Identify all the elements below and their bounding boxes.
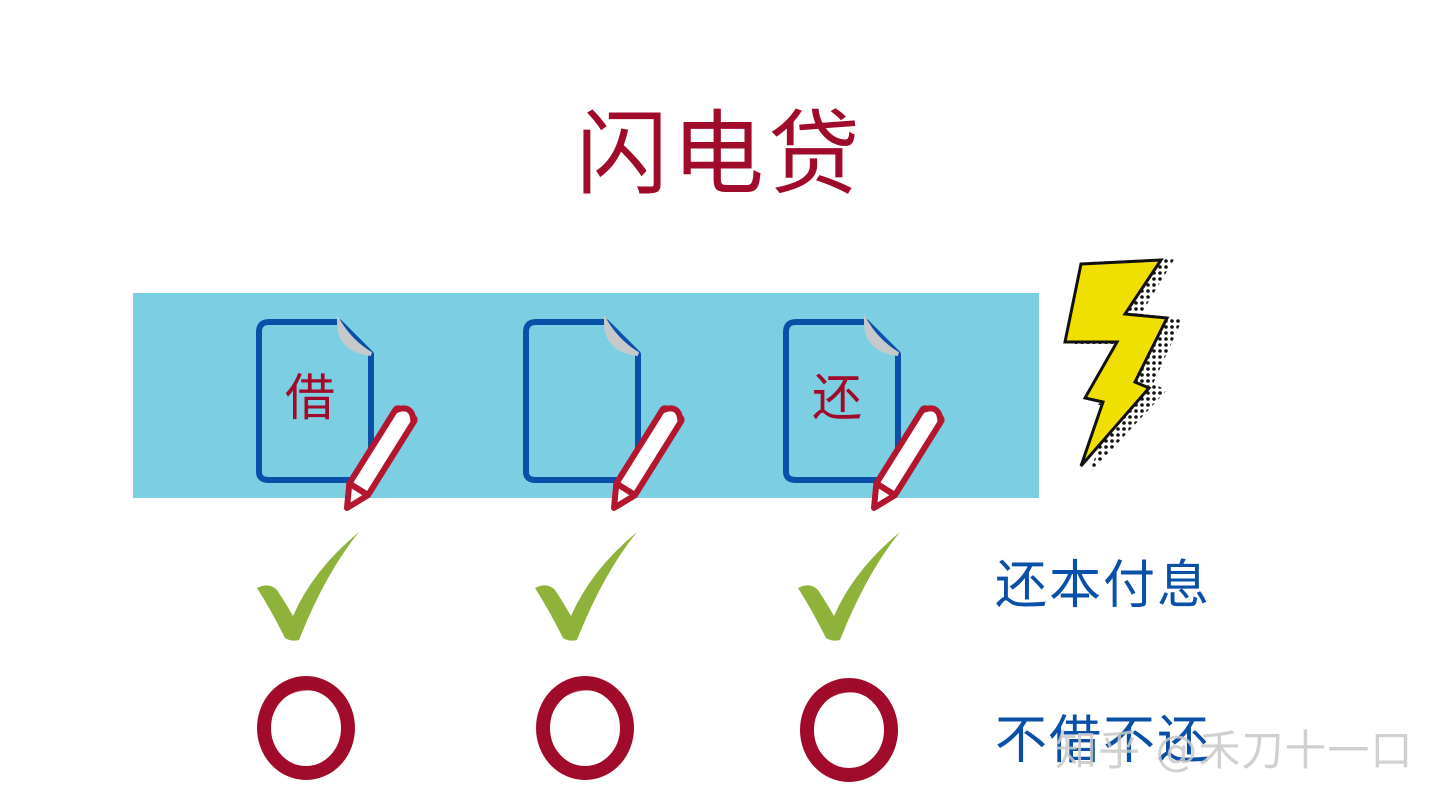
document-char: 借 — [285, 369, 335, 427]
document-repay: 还 — [782, 314, 945, 513]
row-label-repay-with-interest: 还本付息 — [995, 556, 1212, 616]
page-title: 闪电贷 — [575, 101, 864, 208]
circle-icon — [257, 676, 355, 780]
check-mark-icon — [257, 532, 359, 641]
check-mark-icon — [798, 532, 900, 641]
watermark: 知乎 @禾刀十一口 — [1055, 726, 1414, 775]
check-mark-icon — [535, 532, 637, 641]
document-blank — [522, 314, 685, 513]
document-pencil-icon — [523, 314, 685, 511]
document-borrow: 借 — [255, 314, 418, 513]
document-pencil-icon — [783, 314, 945, 511]
row-label-no-borrow-no-repay: 不借不还 — [995, 711, 1212, 771]
document-pencil-icon — [256, 314, 418, 511]
circle-icon — [536, 676, 634, 780]
document-char: 还 — [812, 369, 862, 427]
circle-icon — [800, 678, 898, 782]
lightning-bolt-icon — [1063, 258, 1183, 474]
